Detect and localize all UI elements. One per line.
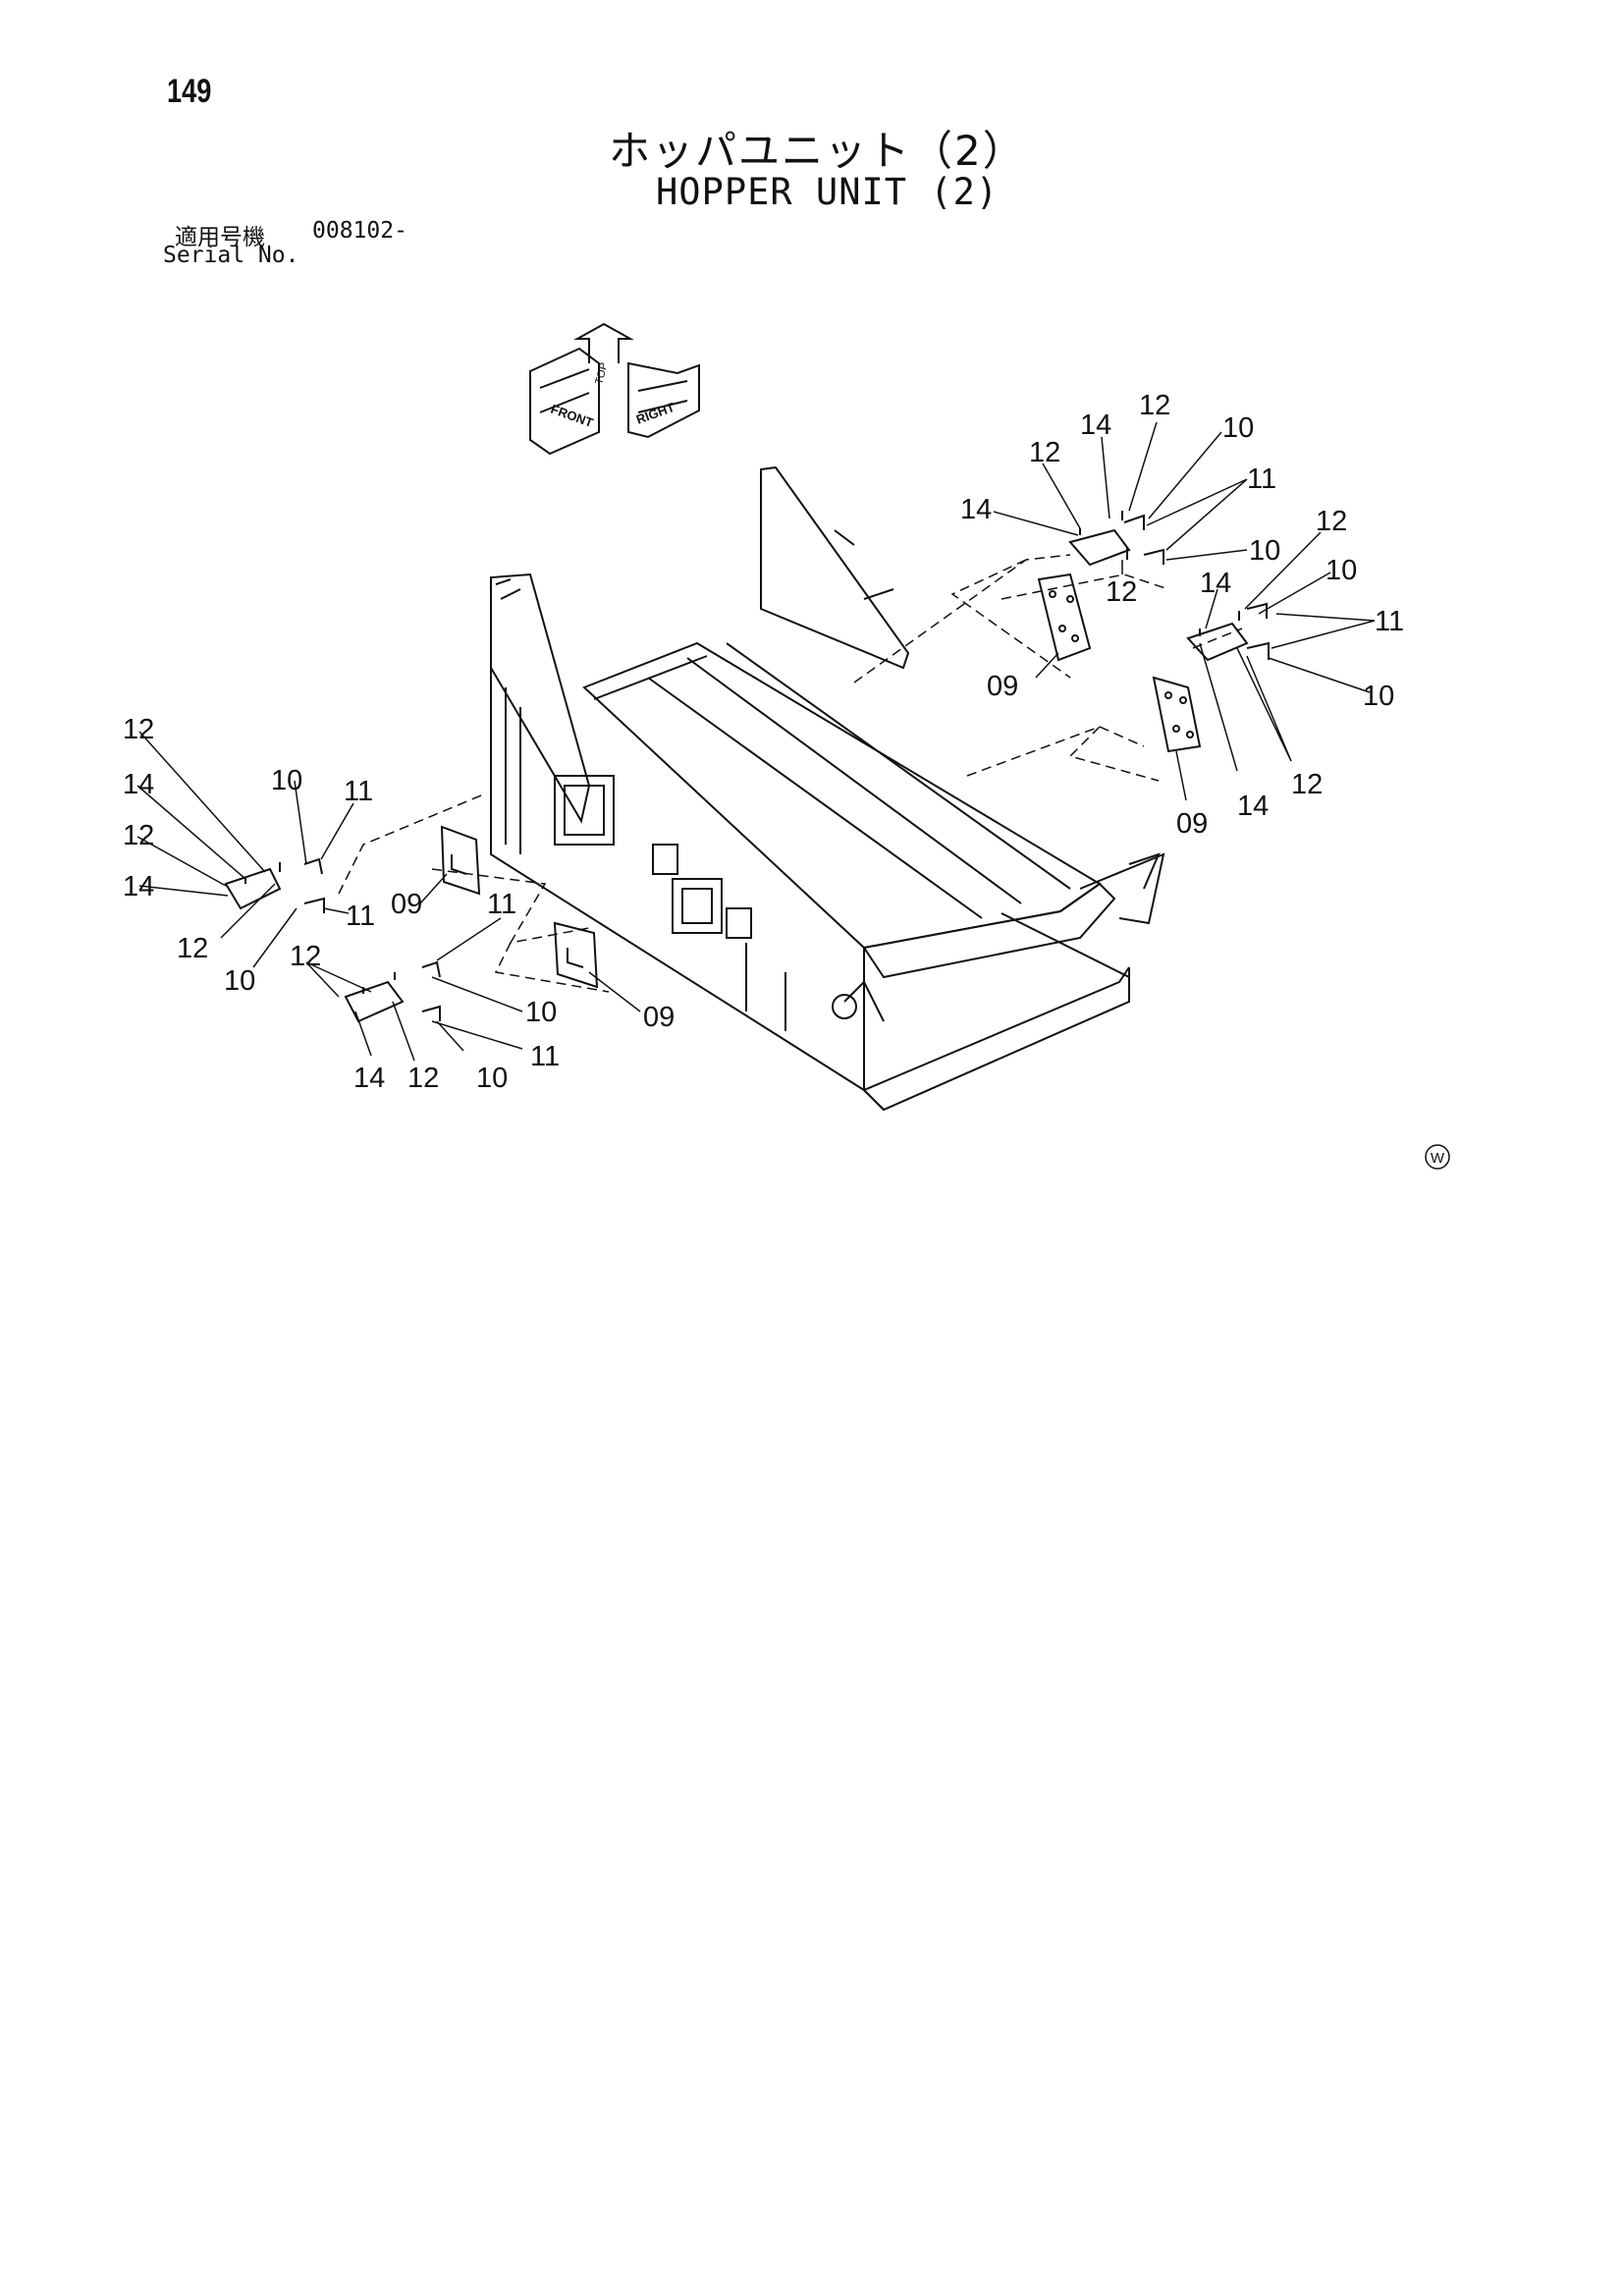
page-title-japanese: ホッパユニット（2） (609, 127, 1026, 175)
callout-12: 12 (123, 714, 154, 745)
callout-11: 11 (1247, 464, 1276, 495)
callout-10: 10 (224, 965, 255, 997)
callout-09: 09 (987, 671, 1018, 702)
callout-12: 12 (407, 1063, 439, 1094)
callout-09: 09 (643, 1002, 675, 1033)
callout-10: 10 (476, 1063, 508, 1094)
serial-label-english: Serial No. (163, 243, 299, 268)
callout-12: 12 (1029, 437, 1060, 468)
callout-12: 12 (1106, 576, 1137, 608)
callout-11: 11 (530, 1041, 560, 1072)
orientation-compass-icon: TOP FRONT RIGHT (529, 322, 700, 456)
page-title-english: HOPPER UNIT (2) (656, 171, 1000, 213)
cover-plate-09-right-upper (1037, 573, 1092, 662)
callout-14: 14 (123, 769, 154, 800)
callout-12: 12 (177, 933, 208, 964)
callout-14: 14 (1200, 568, 1231, 599)
callout-11: 11 (487, 889, 516, 920)
clamp-assembly-left-upper (224, 857, 325, 913)
callout-12: 12 (1316, 506, 1347, 537)
dashed-leader-lines (338, 554, 1243, 993)
callout-11: 11 (346, 901, 375, 932)
circled-w-stamp: W (1425, 1144, 1450, 1170)
callout-14: 14 (353, 1063, 385, 1094)
callout-10: 10 (1325, 555, 1357, 586)
serial-label-japanese: 適用号機 (175, 225, 265, 250)
callout-11: 11 (1375, 606, 1404, 637)
callout-10: 10 (1249, 535, 1280, 567)
callout-14: 14 (123, 871, 154, 902)
callout-10: 10 (1363, 681, 1394, 712)
callout-10: 10 (525, 997, 557, 1028)
callout-leader-lines (136, 421, 1376, 1062)
callout-11: 11 (344, 776, 373, 807)
serial-number-value: 008102- (312, 218, 407, 244)
callout-10: 10 (1222, 412, 1254, 444)
callout-12: 12 (1139, 390, 1170, 421)
clamp-assembly-left-lower (344, 960, 441, 1023)
callout-10: 10 (271, 765, 302, 796)
page-number: 149 (167, 73, 212, 110)
callout-09: 09 (391, 889, 422, 920)
compass-front-label: FRONT (549, 402, 595, 430)
callout-09: 09 (1176, 808, 1208, 840)
callout-12: 12 (1291, 769, 1323, 800)
clamp-assembly-right (1186, 602, 1270, 662)
clamp-assembly-top-right (1068, 511, 1164, 567)
callout-12: 12 (290, 941, 321, 972)
callout-12: 12 (123, 820, 154, 851)
hopper-body (490, 465, 1165, 1112)
compass-right-label: RIGHT (634, 400, 676, 427)
cover-plate-09-lower (553, 921, 599, 989)
stamp-letter: W (1431, 1150, 1445, 1167)
callout-14: 14 (1080, 410, 1111, 441)
cover-plate-09-left (440, 825, 481, 896)
compass-top-label: TOP (593, 361, 610, 386)
callout-14: 14 (1237, 791, 1269, 822)
callout-numbers: 12 14 10 12 11 14 12 10 10 12 14 11 09 1… (123, 390, 1404, 1094)
callout-14: 14 (960, 494, 992, 525)
cover-plate-09-right-lower (1152, 676, 1202, 753)
